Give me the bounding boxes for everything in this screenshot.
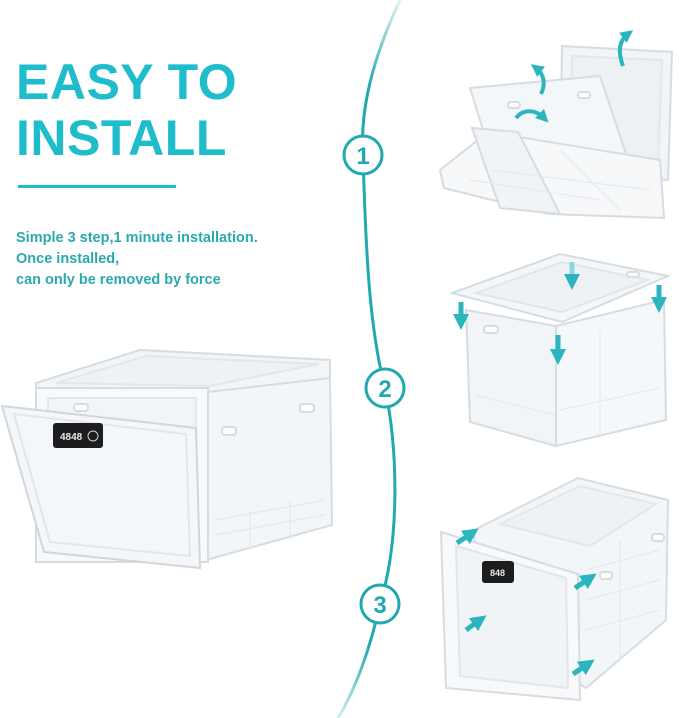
description: Simple 3 step,1 minute installation. Onc… bbox=[16, 228, 258, 291]
insert-arrow-top-left bbox=[455, 528, 479, 546]
insert-arrow-mid-right bbox=[573, 573, 597, 591]
step-3-arrows bbox=[455, 528, 597, 677]
step-3-lock: 848 bbox=[482, 561, 514, 583]
description-line-2: Once installed, bbox=[16, 251, 120, 267]
insert-arrow-bottom-right bbox=[571, 659, 595, 677]
step-2-arrows bbox=[452, 262, 668, 366]
step-2-image bbox=[448, 252, 672, 448]
step-2-marker: 2 bbox=[364, 367, 406, 409]
headline-line-1: EASY TO bbox=[16, 54, 238, 110]
main-product-image bbox=[0, 348, 334, 570]
step-3-number: 3 bbox=[373, 592, 386, 619]
lock-digits: 4848 bbox=[60, 432, 83, 443]
unfold-arrow-back bbox=[617, 30, 634, 67]
headline-underline bbox=[18, 185, 176, 188]
description-line-1: Simple 3 step,1 minute installation. bbox=[16, 230, 258, 246]
description-line-3: can only be removed by force bbox=[16, 272, 221, 288]
headline: EASY TO INSTALL bbox=[16, 54, 237, 166]
step-3-lock-digits: 848 bbox=[490, 568, 505, 578]
unfold-arrow-side bbox=[530, 64, 546, 95]
step-1-arrows bbox=[514, 30, 634, 123]
step-3-image bbox=[439, 476, 670, 702]
headline-line-2: INSTALL bbox=[16, 110, 227, 166]
step-1-number: 1 bbox=[356, 143, 369, 170]
step-1-marker: 1 bbox=[342, 134, 384, 176]
combination-lock: 4848 bbox=[53, 423, 103, 448]
insert-arrow-bottom-left bbox=[464, 615, 487, 633]
unfold-arrow-front bbox=[514, 108, 549, 123]
step-1-image bbox=[438, 44, 674, 220]
step-3-marker: 3 bbox=[359, 583, 401, 625]
step-2-number: 2 bbox=[378, 376, 391, 403]
